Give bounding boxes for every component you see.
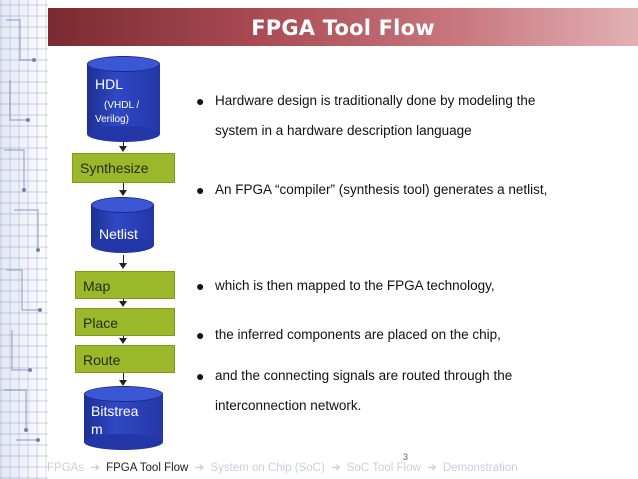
nav-item-fpgas[interactable]: FPGAs (47, 462, 85, 474)
flow-arrow (123, 255, 124, 264)
map-stage: Map (75, 271, 175, 299)
section-nav: FPGAs ➔ FPGA Tool Flow ➔ System on Chip … (47, 460, 518, 474)
hdl-sublabel-2: Verilog) (95, 114, 129, 125)
nav-item-soc-tool-flow[interactable]: SoC Tool Flow (346, 462, 421, 474)
circuit-board-decoration (0, 0, 48, 479)
flow-arrow (123, 336, 124, 339)
bullet-dot: ● (196, 368, 205, 384)
bullet-text: Hardware design is traditionally done by… (215, 93, 536, 108)
nav-arrow-icon: ➔ (331, 462, 341, 474)
page-number: 3 (403, 452, 409, 462)
nav-item-soc[interactable]: System on Chip (SoC) (210, 462, 325, 474)
flow-arrow-head (119, 338, 127, 344)
bullet-text: system in a hardware description languag… (215, 123, 472, 138)
synthesize-stage: Synthesize (72, 153, 175, 183)
bitstream-label-1: Bitstrea (91, 403, 139, 419)
flow-arrow (123, 373, 124, 381)
flow-arrow-head (119, 380, 127, 386)
bullet-dot: ● (196, 278, 205, 294)
bullet-dot: ● (196, 327, 205, 343)
bullet-dot: ● (196, 182, 205, 198)
flow-arrow-head (119, 301, 127, 307)
bullet-text: and the connecting signals are routed th… (215, 368, 513, 383)
title-bar: FPGA Tool Flow (48, 8, 638, 46)
flow-arrow (123, 183, 124, 191)
place-stage: Place (75, 308, 175, 336)
flow-arrow-head (119, 263, 127, 269)
nav-item-demonstration[interactable]: Demonstration (442, 462, 518, 474)
route-stage: Route (75, 345, 175, 373)
bullet-text: which is then mapped to the FPGA technol… (215, 278, 495, 293)
flow-arrow (123, 142, 124, 147)
bullet-text: the inferred components are placed on th… (215, 327, 501, 342)
hdl-cylinder: HDL (VHDL / Verilog) (87, 56, 160, 142)
netlist-label: Netlist (99, 226, 138, 242)
flow-arrow-head (119, 146, 127, 152)
hdl-label: HDL (95, 76, 124, 92)
slide-title: FPGA Tool Flow (251, 16, 435, 40)
hdl-sublabel-1: (VHDL / (104, 100, 140, 111)
netlist-cylinder: Netlist (91, 197, 154, 255)
flow-arrow (123, 299, 124, 302)
nav-item-fpga-tool-flow[interactable]: FPGA Tool Flow (106, 462, 189, 474)
nav-arrow-icon: ➔ (90, 462, 100, 474)
nav-arrow-icon: ➔ (427, 462, 437, 474)
bullet-dot: ● (196, 93, 205, 109)
nav-arrow-icon: ➔ (194, 462, 205, 474)
bitstream-cylinder: Bitstrea m (84, 386, 163, 452)
bitstream-label-2: m (91, 421, 103, 437)
bullet-text: An FPGA “compiler” (synthesis tool) gene… (215, 182, 548, 197)
flow-arrow-head (119, 190, 127, 196)
bullet-text: interconnection network. (215, 398, 362, 413)
